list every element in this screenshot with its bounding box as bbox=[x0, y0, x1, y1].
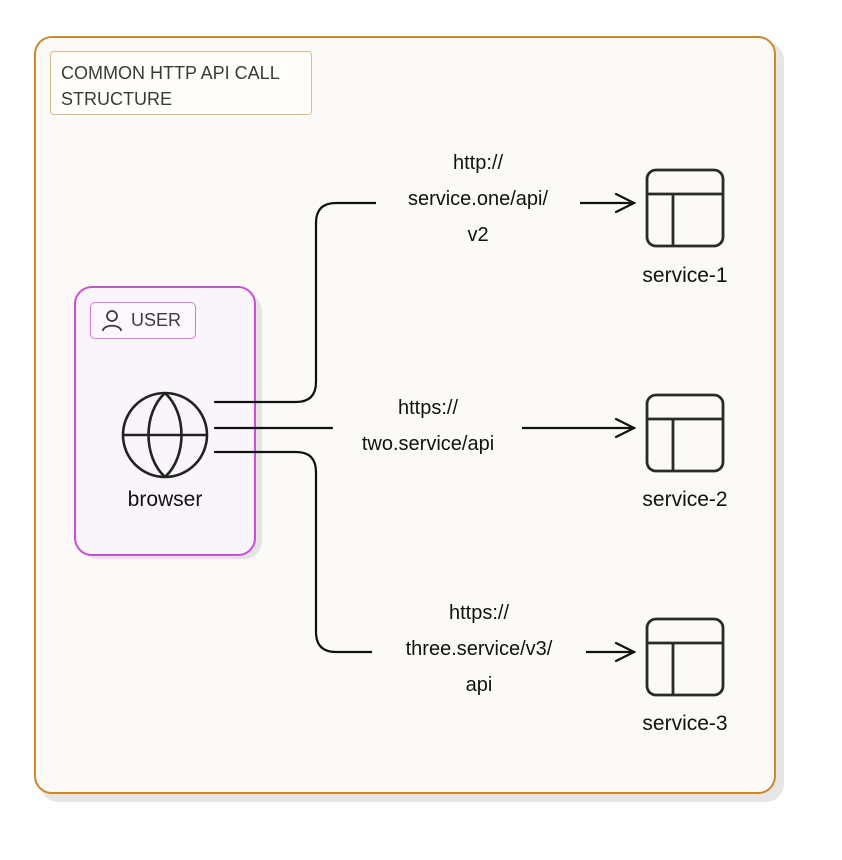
user-icon bbox=[102, 309, 122, 331]
arrowhead-service-3 bbox=[614, 641, 637, 663]
browser-label: browser bbox=[127, 488, 203, 511]
edge-label-service-1: http:// service.one/api/ v2 bbox=[376, 145, 580, 253]
service-2-label: service-2 bbox=[642, 488, 728, 511]
user-group-tag: USER bbox=[90, 302, 196, 339]
service-1-label: service-1 bbox=[642, 264, 728, 287]
arrowhead-service-2 bbox=[614, 417, 637, 439]
diagram-title: COMMON HTTP API CALL STRUCTURE bbox=[50, 51, 312, 115]
edge-3-line-3: api bbox=[465, 674, 493, 696]
layout-icon[interactable] bbox=[645, 393, 725, 473]
edge-2-line-2: two.service/api bbox=[361, 433, 495, 455]
title-line-2: STRUCTURE bbox=[61, 89, 172, 109]
edge-label-service-3: https:// three.service/v3/ api bbox=[372, 595, 586, 703]
edge-service-1 bbox=[213, 201, 382, 404]
edge-service-3 bbox=[213, 450, 374, 654]
edge-1-line-3: v2 bbox=[467, 224, 489, 246]
edge-1-line-1: http:// bbox=[452, 152, 504, 174]
layout-icon[interactable] bbox=[645, 168, 725, 248]
edge-label-service-2: https:// two.service/api bbox=[334, 390, 522, 462]
arrowhead-service-1 bbox=[614, 192, 637, 214]
globe-icon[interactable] bbox=[121, 391, 209, 479]
layout-icon[interactable] bbox=[645, 617, 725, 697]
edge-2-line-1: https:// bbox=[397, 397, 459, 419]
title-line-1: COMMON HTTP API CALL bbox=[61, 63, 280, 83]
service-3-label: service-3 bbox=[642, 712, 728, 735]
user-tag-label: USER bbox=[131, 310, 182, 330]
edge-1-line-2: service.one/api/ bbox=[407, 188, 549, 210]
edge-3-line-2: three.service/v3/ bbox=[405, 638, 553, 660]
edge-3-line-1: https:// bbox=[448, 602, 510, 624]
